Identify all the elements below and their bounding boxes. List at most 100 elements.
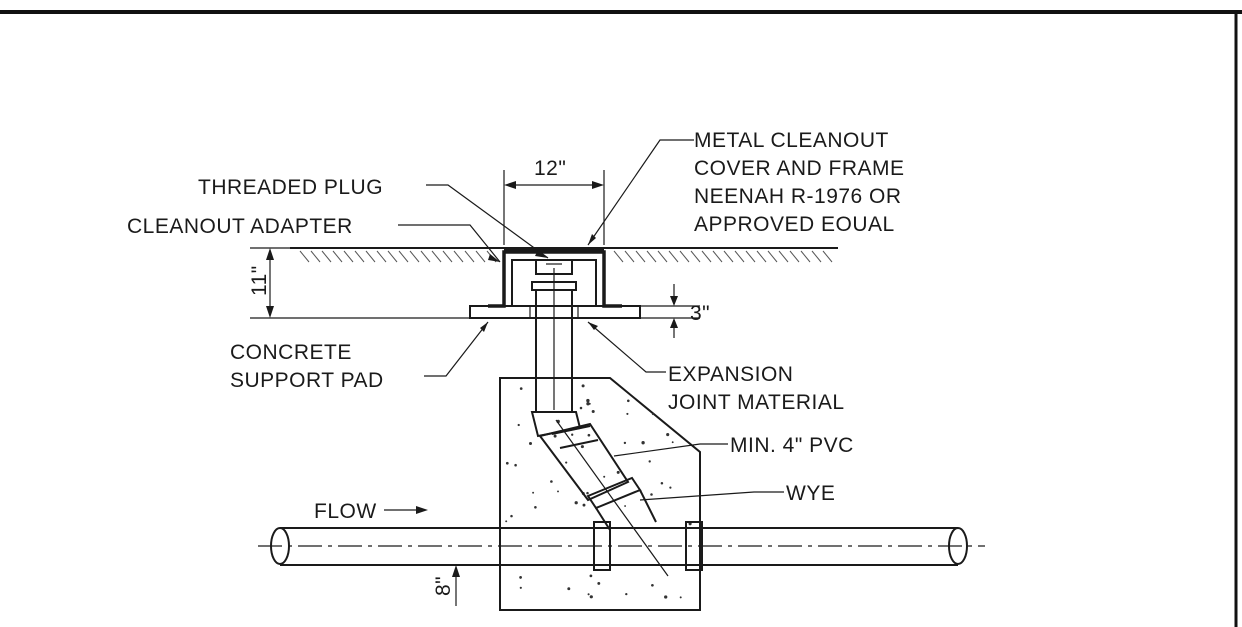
concrete-encasement xyxy=(499,377,701,611)
concrete-aggregate-dot xyxy=(671,441,674,444)
concrete-aggregate-dot xyxy=(550,480,553,483)
labels: 12" THREADED PLUG CLEANOUT ADAPTER METAL… xyxy=(127,129,905,596)
soil-hatch-mark xyxy=(365,250,376,263)
concrete-aggregate-dot xyxy=(580,445,584,449)
soil-hatch-mark xyxy=(310,250,321,263)
soil-hatch-mark xyxy=(409,250,420,263)
dimension-8-inch xyxy=(440,564,500,606)
concrete-aggregate-dot xyxy=(586,402,590,406)
soil-hatch-mark xyxy=(822,250,833,263)
concrete-aggregate-dot xyxy=(586,398,590,403)
soil-hatch-mark xyxy=(778,250,789,263)
concrete-support-pad xyxy=(469,305,641,319)
concrete-aggregate-dot xyxy=(579,406,583,410)
concrete-aggregate-dot xyxy=(669,486,672,489)
label-cover-line4: APPROVED EOUAL xyxy=(694,213,895,236)
soil-hatch-mark xyxy=(376,250,387,263)
soil-hatch-mark xyxy=(679,250,690,263)
label-expansion-line1: EXPANSION xyxy=(668,363,793,386)
concrete-aggregate-dot xyxy=(532,491,535,494)
soil-hatch-mark xyxy=(332,250,343,263)
concrete-aggregate-dot xyxy=(571,433,574,436)
leader-lines xyxy=(384,139,784,514)
concrete-aggregate-dot xyxy=(625,592,628,596)
soil-hatch-mark xyxy=(343,250,354,263)
soil-hatch-mark xyxy=(690,250,701,263)
concrete-aggregate-dot xyxy=(514,463,517,467)
label-flow: FLOW xyxy=(314,500,377,523)
label-cover-line2: COVER AND FRAME xyxy=(694,157,905,180)
concrete-aggregate-dot xyxy=(582,503,586,507)
concrete-aggregate-dot xyxy=(519,387,523,390)
concrete-aggregate-dot xyxy=(567,587,571,591)
concrete-aggregate-dot xyxy=(587,433,591,437)
soil-hatch-mark xyxy=(635,250,646,263)
dimension-12-inch xyxy=(503,170,605,245)
soil-hatch-mark xyxy=(354,250,365,263)
label-cleanout-adapter: CLEANOUT ADAPTER xyxy=(127,215,353,238)
main-pipe xyxy=(258,521,985,571)
concrete-aggregate-dot xyxy=(650,493,653,496)
soil-hatch-mark xyxy=(657,250,668,263)
soil-hatch-mark xyxy=(701,250,712,263)
concrete-aggregate-dot xyxy=(660,481,664,485)
concrete-aggregate-dot xyxy=(589,574,593,578)
soil-hatch-mark xyxy=(800,250,811,263)
soil-hatch-mark xyxy=(734,250,745,263)
concrete-aggregate-dot xyxy=(574,501,578,505)
soil-hatch-mark xyxy=(723,250,734,263)
label-pvc: MIN. 4" PVC xyxy=(730,434,854,457)
concrete-aggregate-dot xyxy=(565,461,568,464)
concrete-aggregate-dot xyxy=(679,596,682,599)
concrete-aggregate-dot xyxy=(603,475,606,478)
concrete-aggregate-dot xyxy=(589,595,593,599)
concrete-aggregate-dot xyxy=(510,514,513,518)
label-cover-line1: METAL CLEANOUT xyxy=(694,129,889,152)
concrete-aggregate-dot xyxy=(505,520,508,523)
expansion-joint xyxy=(529,306,579,318)
soil-hatch-mark xyxy=(464,250,475,263)
concrete-aggregate-dot xyxy=(624,505,627,507)
dimension-11-inch xyxy=(250,247,470,319)
concrete-aggregate-dot xyxy=(648,460,651,463)
soil-hatch-mark xyxy=(756,250,767,263)
soil-hatch-mark xyxy=(767,250,778,263)
cleanout-frame xyxy=(488,248,622,308)
concrete-aggregate-dot xyxy=(519,576,522,579)
soil-hatch-mark xyxy=(811,250,822,263)
concrete-aggregate-dot xyxy=(651,413,655,416)
concrete-aggregate-dot xyxy=(586,491,589,495)
concrete-aggregate-dot xyxy=(517,423,520,427)
concrete-aggregate-dot xyxy=(528,441,533,446)
soil-hatch-mark xyxy=(613,250,624,263)
label-wye: WYE xyxy=(786,482,835,505)
label-pad-line1: CONCRETE xyxy=(230,341,352,364)
ground-surface xyxy=(290,247,838,263)
label-pad-line2: SUPPORT PAD xyxy=(230,369,384,392)
concrete-aggregate-dot xyxy=(581,384,585,388)
soil-hatch-mark xyxy=(453,250,464,263)
drawing-frame xyxy=(0,10,1242,627)
concrete-aggregate-dot xyxy=(641,441,645,445)
label-dim-11: 11" xyxy=(248,265,271,296)
label-dim-12: 12" xyxy=(534,157,566,180)
soil-hatch-mark xyxy=(299,250,310,263)
soil-hatch-mark xyxy=(668,250,679,263)
soil-hatch-mark xyxy=(442,250,453,263)
label-dim-3: 3" xyxy=(690,302,710,325)
concrete-aggregate-dot xyxy=(519,586,522,589)
pvc-bend xyxy=(530,411,669,577)
concrete-aggregate-dot xyxy=(626,412,629,415)
concrete-aggregate-dot xyxy=(587,593,590,596)
soil-hatch-mark xyxy=(420,250,431,263)
concrete-aggregate-dot xyxy=(666,433,670,437)
label-cover-line3: NEENAH R-1976 OR xyxy=(694,185,902,208)
concrete-aggregate-dot xyxy=(627,399,630,403)
concrete-aggregate-dot xyxy=(505,461,509,465)
concrete-aggregate-dot xyxy=(623,441,627,445)
soil-hatch-mark xyxy=(431,250,442,263)
concrete-aggregate-dot xyxy=(591,409,595,414)
soil-hatch-right xyxy=(613,250,833,263)
soil-hatch-mark xyxy=(475,250,486,263)
